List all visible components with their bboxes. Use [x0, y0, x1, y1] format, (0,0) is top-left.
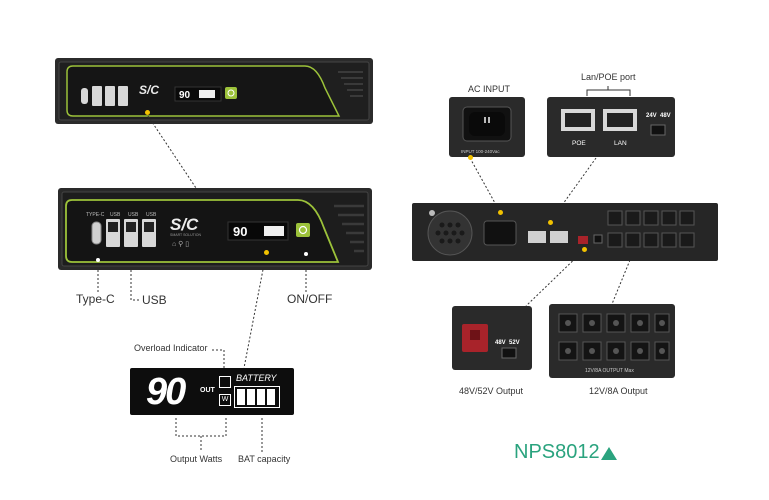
onoff-dot — [304, 252, 308, 256]
svg-text:SMART SOLUTION: SMART SOLUTION — [170, 233, 201, 237]
lcd-out: OUT — [200, 387, 215, 394]
rear-ac-dot — [498, 210, 503, 215]
svg-text:⌂ ⚲ ▯: ⌂ ⚲ ▯ — [172, 240, 189, 248]
svg-text:USB: USB — [128, 212, 139, 218]
svg-text:24V: 24V — [646, 113, 657, 119]
label-12v-output: 12V/8A Output — [589, 386, 648, 396]
typec-dot — [96, 258, 100, 262]
triangle-icon — [601, 447, 617, 460]
model-name: NPS8012 — [514, 441, 600, 463]
device-front-large: TYPE-C USB USB USB S/C SMART SOLUTION ⌂ … — [58, 188, 372, 270]
output-48v-closeup: 48V 52V — [452, 306, 532, 370]
lan-poe-closeup: POE LAN 24V 48V — [547, 97, 675, 157]
svg-text:POE: POE — [572, 140, 586, 147]
svg-text:52V: 52V — [509, 340, 520, 346]
svg-text:90: 90 — [179, 90, 191, 101]
svg-text:90: 90 — [233, 224, 247, 239]
display-dot — [264, 250, 269, 255]
svg-text:S/C: S/C — [170, 215, 199, 234]
svg-text:48V: 48V — [495, 340, 506, 346]
ac-dot — [468, 155, 473, 160]
callout-dot — [145, 110, 150, 115]
label-overload-indicator: Overload Indicator — [134, 343, 208, 353]
small-logo: S/C — [139, 83, 159, 97]
label-ac-input: AC INPUT — [468, 84, 511, 94]
label-type-c: Type-C — [76, 292, 115, 306]
ac-input-closeup: INPUT 100-240Vac — [449, 97, 525, 157]
battery-icon — [234, 386, 280, 408]
lcd-watts: 90 — [146, 371, 186, 413]
svg-text:TYPE-C: TYPE-C — [86, 212, 105, 218]
svg-text:USB: USB — [110, 212, 121, 218]
overload-icon — [219, 376, 231, 388]
svg-text:48V: 48V — [660, 113, 671, 119]
label-lan-poe-port: Lan/POE port — [581, 72, 636, 82]
lcd-battery-label: BATTERY — [236, 373, 277, 383]
lcd-w: W — [219, 394, 231, 406]
label-bat-capacity: BAT capacity — [238, 454, 291, 464]
rear-48v-dot — [582, 247, 587, 252]
output-12v-closeup: 12V/8A OUTPUT Max — [549, 304, 675, 378]
label-on-off: ON/OFF — [287, 292, 333, 306]
device-rear — [412, 203, 718, 261]
label-usb: USB — [142, 293, 167, 307]
rear-lan-dot — [548, 220, 553, 225]
device-front-small: S/C 90 — [55, 58, 373, 124]
svg-text:LAN: LAN — [614, 140, 627, 147]
lcd-display: 90 OUT W BATTERY — [130, 368, 294, 415]
label-48v-52v-output: 48V/52V Output — [459, 386, 524, 396]
label-output-watts: Output Watts — [170, 454, 223, 464]
svg-text:12V/8A OUTPUT Max: 12V/8A OUTPUT Max — [585, 368, 634, 374]
svg-text:INPUT 100-240Vac: INPUT 100-240Vac — [461, 149, 500, 154]
svg-text:USB: USB — [146, 212, 157, 218]
